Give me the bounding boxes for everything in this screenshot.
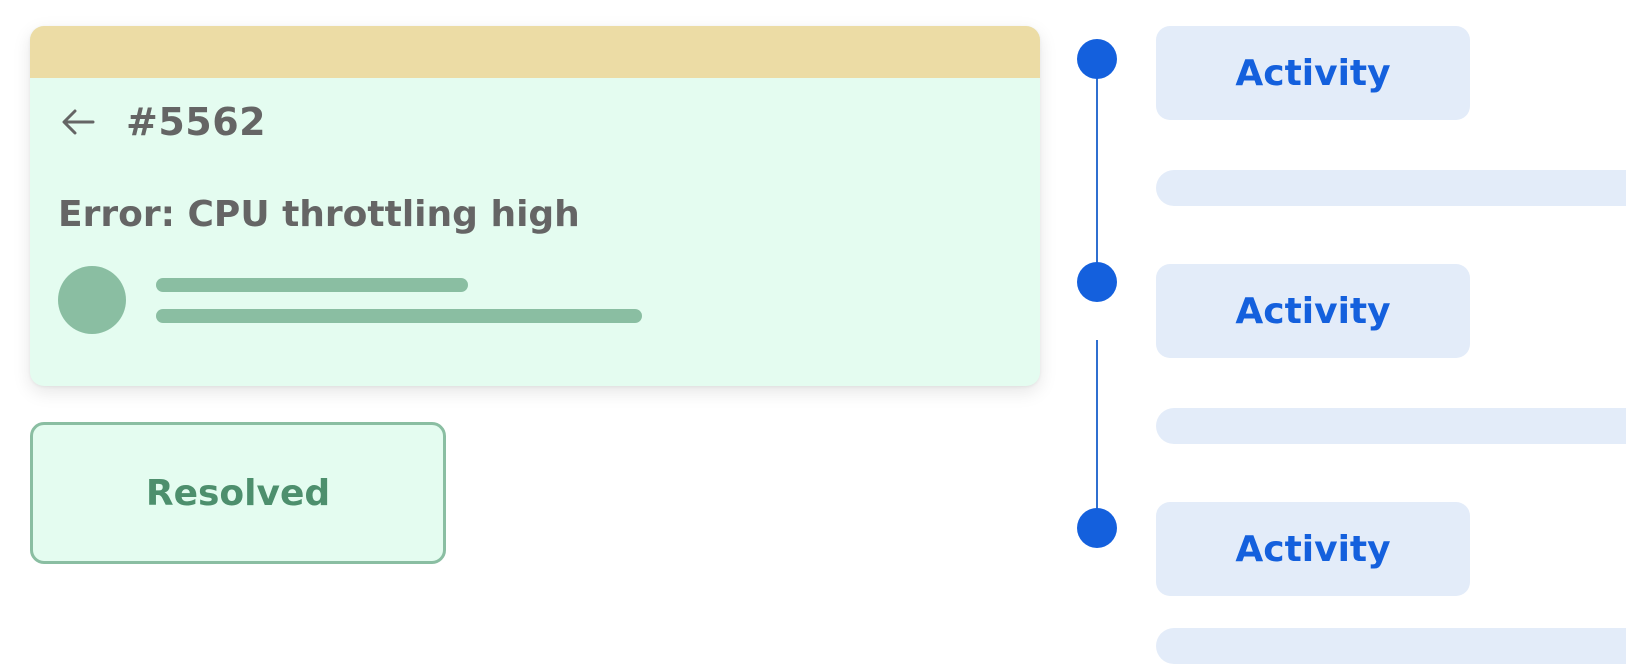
ticket-header: #5562 xyxy=(58,94,266,150)
timeline-dot xyxy=(1077,262,1117,302)
activity-chip[interactable]: Activity xyxy=(1156,26,1470,120)
ticket-title: Error: CPU throttling high xyxy=(58,194,580,235)
timeline-dot xyxy=(1077,39,1117,79)
ticket-card: #5562 Error: CPU throttling high xyxy=(30,26,1040,386)
activity-chip[interactable]: Activity xyxy=(1156,264,1470,358)
activity-placeholder-bar xyxy=(1156,628,1626,664)
resolved-button[interactable]: Resolved xyxy=(30,422,446,564)
timeline-dot xyxy=(1077,508,1117,548)
skeleton-line-detail xyxy=(156,308,642,323)
assignee-placeholder-lines xyxy=(156,277,642,323)
skeleton-line-name xyxy=(156,277,468,292)
activity-placeholder-bar xyxy=(1156,408,1626,444)
activity-chip[interactable]: Activity xyxy=(1156,502,1470,596)
timeline-connector xyxy=(1096,340,1098,528)
ticket-assignee xyxy=(58,266,642,334)
arrow-left-icon[interactable] xyxy=(58,102,98,142)
activity-placeholder-bar xyxy=(1156,170,1626,206)
avatar xyxy=(58,266,126,334)
card-header-bar xyxy=(30,26,1040,78)
ticket-id: #5562 xyxy=(126,100,267,144)
timeline-connector xyxy=(1096,58,1098,282)
